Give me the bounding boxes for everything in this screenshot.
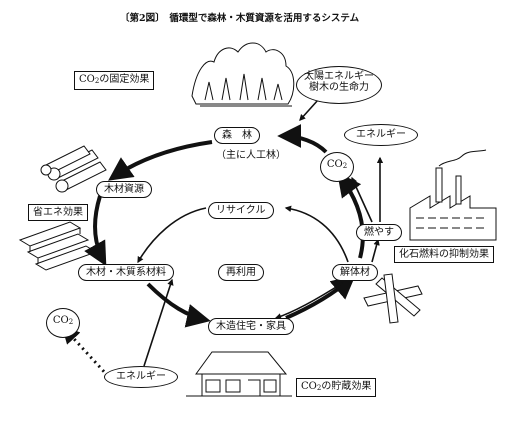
energy-bottom-node: エネルギー: [104, 366, 178, 388]
logs-illustration: [40, 145, 107, 193]
wood-resource-label: 木材資源: [104, 184, 144, 195]
dismantled-label: 解体材: [340, 267, 370, 278]
arrow-solar-to-forest: [299, 99, 319, 121]
storage-rest: の貯蔵効果: [321, 381, 372, 392]
co2-top-node: CO2: [320, 152, 354, 182]
fixation-rest: の固定効果: [99, 74, 150, 85]
solar-line-1: 太陽エネルギー: [304, 71, 374, 82]
storage-subscript: 2: [316, 384, 322, 392]
figure-title: 〔第2図〕 循環型で森林・木質資源を活用するシステム: [120, 13, 360, 24]
arrow-resource-to-material: [84, 195, 107, 267]
arrow-house-to-dismantled: [285, 274, 356, 320]
solar-energy-node: 太陽エネルギー 樹木の生命力: [296, 66, 382, 104]
dismantled-node: 解体材: [332, 264, 378, 281]
fixation-subscript: 2: [94, 77, 100, 85]
wood-resource-node: 木材資源: [96, 181, 152, 198]
burn-node: 燃やす: [356, 224, 402, 241]
arrow-dismantled-to-burn: [371, 238, 380, 263]
arrow-material-to-house: [146, 282, 211, 328]
co2-top-subscript: 2: [342, 162, 348, 170]
arrow-co2-to-forest: [277, 124, 328, 154]
solar-line-2: 樹木の生命力: [309, 82, 369, 93]
forest-illustration: [191, 42, 295, 107]
fixation-co2: CO: [79, 74, 95, 85]
arrow-burn-to-co2: [351, 176, 373, 223]
co2-top-text: CO: [326, 159, 343, 170]
arrow-energy-to-material: [143, 278, 174, 367]
main-cycle: [84, 124, 365, 328]
reuse-node: 再利用: [218, 264, 264, 281]
wood-material-node: 木材・木質系材料: [78, 264, 174, 281]
fixation-effect-label: CO2の固定効果: [74, 71, 155, 90]
arrow-dismantled-to-recycle: [284, 205, 349, 263]
house-label: 木造住宅・家具: [216, 321, 286, 332]
forest-label: 森 林: [222, 130, 252, 141]
house-illustration: [186, 351, 292, 397]
lumber-illustration: [18, 221, 98, 271]
factory-illustration: [409, 149, 497, 241]
forest-subtitle: （主に人工林）: [216, 150, 286, 161]
arrow-dismantled-to-co2: [337, 172, 365, 259]
recycle-node: リサイクル: [208, 202, 274, 219]
arrow-recycle-to-material: [137, 207, 207, 264]
thin-arrows: [61, 99, 384, 378]
energy-bottom-label: エネルギー: [116, 371, 166, 382]
arrow-dismantled-to-house: [274, 281, 345, 320]
arrow-forest-to-resource: [108, 140, 213, 181]
energy-top-node: エネルギー: [344, 124, 418, 146]
storage-effect-label: CO2の貯蔵効果: [296, 378, 377, 397]
co2-left-node: CO2: [46, 308, 80, 338]
co2-left-subscript: 2: [68, 318, 74, 326]
co2-left-text: CO: [52, 315, 69, 326]
energy-top-label: エネルギー: [356, 129, 406, 140]
storage-co2: CO: [301, 381, 317, 392]
scrap-wood-illustration: [363, 273, 423, 324]
fossil-fuel-effect-label: 化石燃料の抑制効果: [394, 246, 494, 263]
reuse-label: 再利用: [226, 267, 256, 278]
house-node: 木造住宅・家具: [208, 318, 294, 335]
recycle-label: リサイクル: [216, 205, 266, 216]
wood-material-label: 木材・木質系材料: [86, 267, 166, 278]
burn-label: 燃やす: [364, 227, 394, 238]
forest-node: 森 林: [214, 127, 260, 144]
energy-saving-label: 省エネ効果: [28, 204, 88, 221]
